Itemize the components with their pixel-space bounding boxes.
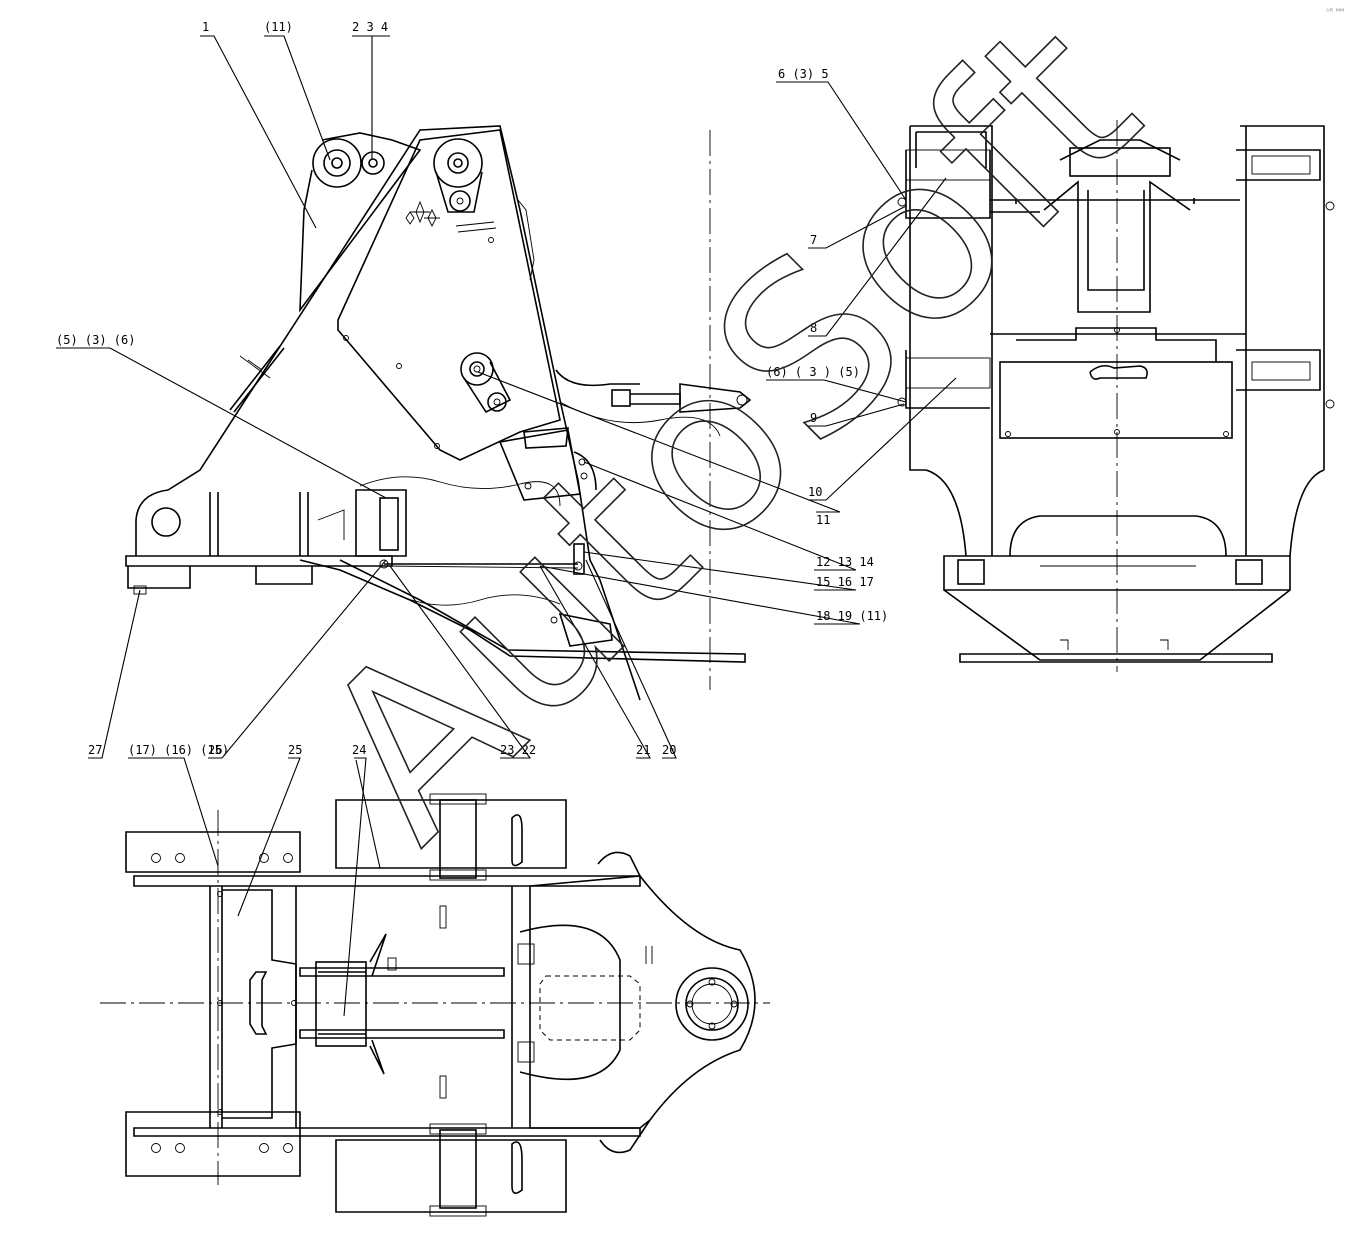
callout-17-16-15: (17) (16) (15): [128, 743, 229, 757]
callout-6-3-5-lower: (6) ( 3 ) (5): [766, 365, 860, 379]
front-view: [897, 125, 1335, 663]
callout-11: 11: [816, 513, 830, 527]
callout-25: 25: [288, 743, 302, 757]
callout-2-3-4: 2 3 4: [352, 20, 388, 34]
callout-6-3-5: 6 (3) 5: [778, 67, 829, 81]
callout-labels: 1 (11) 2 3 4 (5) (3) (6) 6 (3) 5 7 8 (6)…: [56, 20, 888, 757]
corner-mark: ᴬᴿ ᴹᴹ: [1326, 7, 1344, 16]
callout-15-16-17: 15 16 17: [816, 575, 874, 589]
leader-lines: [56, 35, 957, 1017]
callout-26: 26: [208, 743, 222, 757]
plan-view: [125, 793, 756, 1217]
callout-21: 21: [636, 743, 650, 757]
watermark: AutoSoft: [270, 0, 1191, 889]
callout-7: 7: [810, 233, 817, 247]
callout-12-13-14: 12 13 14: [816, 555, 874, 569]
callout-11-paren: (11): [264, 20, 293, 34]
callout-10: 10: [808, 485, 822, 499]
callout-8: 8: [810, 321, 817, 335]
callout-1: 1: [202, 20, 209, 34]
callout-27: 27: [88, 743, 102, 757]
callout-23-22: 23 22: [500, 743, 536, 757]
callout-18-19-11: 18 19 (11): [816, 609, 888, 623]
callout-24: 24: [352, 743, 366, 757]
callout-5-3-6: (5) (3) (6): [56, 333, 135, 347]
callout-9: 9: [810, 411, 817, 425]
callout-20: 20: [662, 743, 676, 757]
side-view: [125, 125, 752, 701]
